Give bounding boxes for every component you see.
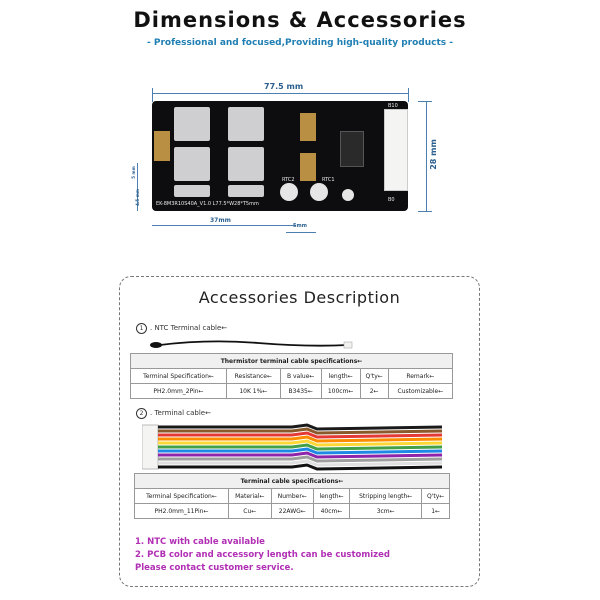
header-cell: Q'ty←	[421, 488, 450, 504]
header-cell: length←	[320, 368, 361, 384]
terminal-spec-table: Terminal cable specifications← Terminal …	[134, 473, 450, 519]
table-cell: Customizable←	[387, 383, 454, 399]
table-cell: 22AWG←	[270, 503, 314, 519]
page-subtitle: - Professional and focused,Providing hig…	[147, 38, 453, 48]
cable-wire	[158, 463, 443, 471]
height-tick-bottom	[418, 211, 432, 212]
height-tick-top	[418, 101, 432, 102]
note-2: 2. PCB color and accessory length can be…	[135, 550, 390, 560]
shunt-resistor-2	[300, 113, 316, 141]
b10-silkscreen: B10	[388, 103, 398, 109]
header-cell: Number←	[270, 488, 314, 504]
cable-wire	[158, 423, 443, 431]
b-plus-pad	[342, 189, 354, 201]
table-cell: 10K 1%←	[226, 383, 281, 399]
page-title: Dimensions & Accessories	[133, 8, 467, 32]
table-row: PH2.0mm_2Pin← 10K 1%← B3435← 100cm← 2← C…	[129, 383, 454, 399]
b0-silkscreen: B0	[388, 197, 395, 203]
table-row: PH2.0mm_11Pin← Cu← 22AWG← 40cm← 3cm← 1←	[134, 503, 450, 519]
header-cell: Material←	[228, 488, 272, 504]
mosfet-1	[174, 107, 210, 141]
cable-connector	[142, 424, 159, 470]
ntc-cable-image	[150, 340, 353, 349]
rtc1-silkscreen: RTC1	[322, 177, 335, 183]
header-cell: Remark←	[387, 368, 454, 384]
mosfet-3	[174, 147, 210, 181]
notes-block: 1. NTC with cable available 2. PCB color…	[135, 536, 390, 575]
cable-wire	[158, 431, 443, 439]
table-header-row: Terminal Specification← Material← Number…	[134, 488, 450, 504]
c-minus-pad	[310, 183, 328, 201]
cable-wire	[158, 439, 443, 447]
header-cell: Terminal Specification←	[134, 488, 229, 504]
pcb-board: EK-8M3R10S40A_V1.0 L77.5*W28*T5mm RTC2 R…	[152, 101, 408, 211]
table-cell: 40cm←	[312, 503, 351, 519]
item1-number: 1	[136, 323, 147, 334]
note-1: 1. NTC with cable available	[135, 537, 265, 547]
table-cell: Cu←	[228, 503, 272, 519]
item2-number: 2	[136, 408, 147, 419]
terminal-cable-image	[142, 423, 443, 471]
cable-wire	[158, 455, 443, 463]
thermistor-spec-table: Thermistor terminal cable specifications…	[129, 353, 454, 399]
table-cell: 2←	[359, 383, 389, 399]
pad-label: 5mm	[293, 223, 307, 229]
width-tick-right	[408, 88, 409, 102]
cable-wire	[158, 451, 443, 459]
header-cell: length←	[312, 488, 351, 504]
b-minus-pad	[280, 183, 298, 201]
item1-label-text: . NTC Terminal cable←	[150, 324, 228, 332]
header-cell: Terminal Specification←	[129, 368, 228, 384]
rtc2-silkscreen: RTC2	[282, 177, 295, 183]
balance-connector	[384, 109, 408, 191]
mosfet-5	[174, 185, 210, 197]
cable-wire	[158, 427, 443, 435]
hole-offset-label: 37mm	[210, 217, 231, 224]
side-label-b: 4.5 mm	[134, 189, 140, 206]
header-cell: B value←	[279, 368, 322, 384]
accessories-title: Accessories Description	[198, 288, 401, 307]
side-label-a: 5 mm	[130, 166, 136, 179]
hole-offset-line	[152, 225, 296, 226]
shunt-resistor-1	[154, 131, 170, 161]
item2-label: 2. Terminal cable←	[136, 408, 211, 419]
table-cell: PH2.0mm_11Pin←	[134, 503, 229, 519]
header-cell: Q'ty←	[359, 368, 389, 384]
pad-line	[286, 232, 316, 233]
header-cell: Resistance←	[226, 368, 281, 384]
width-tick-left	[152, 88, 153, 102]
cable-wire	[158, 459, 443, 467]
mosfet-2	[228, 107, 264, 141]
protection-ic	[340, 131, 364, 167]
cable-wire	[158, 435, 443, 443]
accessories-panel: Accessories Description 1. NTC Terminal …	[119, 276, 480, 587]
side-line	[137, 163, 138, 211]
thermistor-table-caption: Thermistor terminal cable specifications…	[130, 353, 453, 369]
table-cell: 3cm←	[349, 503, 423, 519]
cable-wire	[158, 443, 443, 451]
item1-label: 1. NTC Terminal cable←	[136, 323, 227, 334]
note-3: Please contact customer service.	[135, 563, 294, 573]
table-cell: 100cm←	[320, 383, 361, 399]
table-cell: 1←	[421, 503, 450, 519]
height-dimension-line	[426, 101, 427, 211]
table-cell: PH2.0mm_2Pin←	[129, 383, 228, 399]
model-silkscreen: EK-8M3R10S40A_V1.0 L77.5*W28*T5mm	[156, 201, 259, 207]
height-label: 28 mm	[428, 137, 438, 172]
header-cell: Stripping length←	[349, 488, 423, 504]
table-cell: B3435←	[279, 383, 322, 399]
width-label: 77.5 mm	[262, 82, 306, 91]
table-header-row: Terminal Specification← Resistance← B va…	[129, 368, 454, 384]
width-dimension-line	[152, 93, 408, 94]
cable-wire	[158, 447, 443, 455]
mosfet-4	[228, 147, 264, 181]
item2-label-text: . Terminal cable←	[150, 409, 211, 417]
mosfet-6	[228, 185, 264, 197]
shunt-resistor-3	[300, 153, 316, 181]
terminal-table-caption: Terminal cable specifications←	[134, 473, 450, 489]
